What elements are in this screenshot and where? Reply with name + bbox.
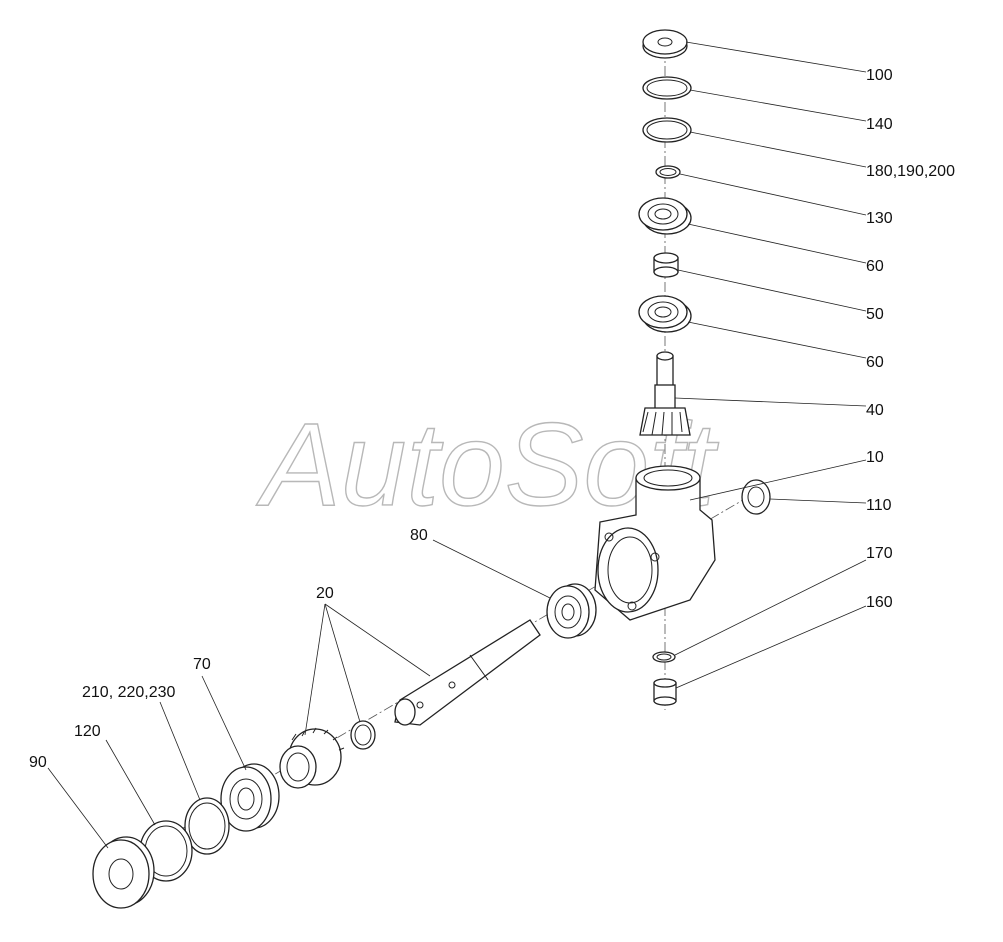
callout-170: 170: [866, 545, 893, 562]
callout-60-lower: 60: [866, 354, 884, 371]
part-110-seal: [741, 479, 771, 515]
part-180-shim: [642, 117, 692, 143]
callout-140: 140: [866, 116, 893, 133]
leader-lines: [47, 41, 867, 849]
callout-210-220-230: 210, 220,230: [82, 684, 176, 701]
part-70-bearing: [220, 763, 280, 832]
callout-20: 20: [316, 585, 334, 602]
callout-130: 130: [866, 210, 893, 227]
part-20-circlip: [350, 720, 376, 750]
part-60-bearing-lower: [638, 295, 692, 333]
part-170-ring: [652, 651, 676, 663]
part-80-bearing: [546, 583, 597, 639]
callout-180-190-200: 180,190,200: [866, 163, 955, 180]
callout-100: 100: [866, 67, 893, 84]
part-20-shaft: [394, 619, 541, 726]
callout-120: 120: [74, 723, 101, 740]
part-20-gear: [279, 727, 345, 789]
part-40-pinion-shaft: [639, 351, 691, 436]
part-90-washer: [92, 836, 155, 909]
callout-110: 110: [866, 497, 892, 514]
callout-50: 50: [866, 306, 884, 323]
callout-160: 160: [866, 594, 893, 611]
part-100-washer: [642, 29, 688, 59]
callout-80: 80: [410, 527, 428, 544]
callout-90: 90: [29, 754, 47, 771]
part-130-ring: [655, 165, 681, 179]
part-140-snap-ring: [642, 76, 692, 100]
part-210-shim: [184, 797, 230, 855]
part-50-spacer: [653, 252, 679, 278]
part-10-housing: [594, 465, 716, 621]
callout-60-upper: 60: [866, 258, 884, 275]
callout-10: 10: [866, 449, 884, 466]
part-160-plug: [653, 678, 677, 706]
callout-70: 70: [193, 656, 211, 673]
callout-40: 40: [866, 402, 884, 419]
part-60-bearing-upper: [638, 197, 692, 235]
